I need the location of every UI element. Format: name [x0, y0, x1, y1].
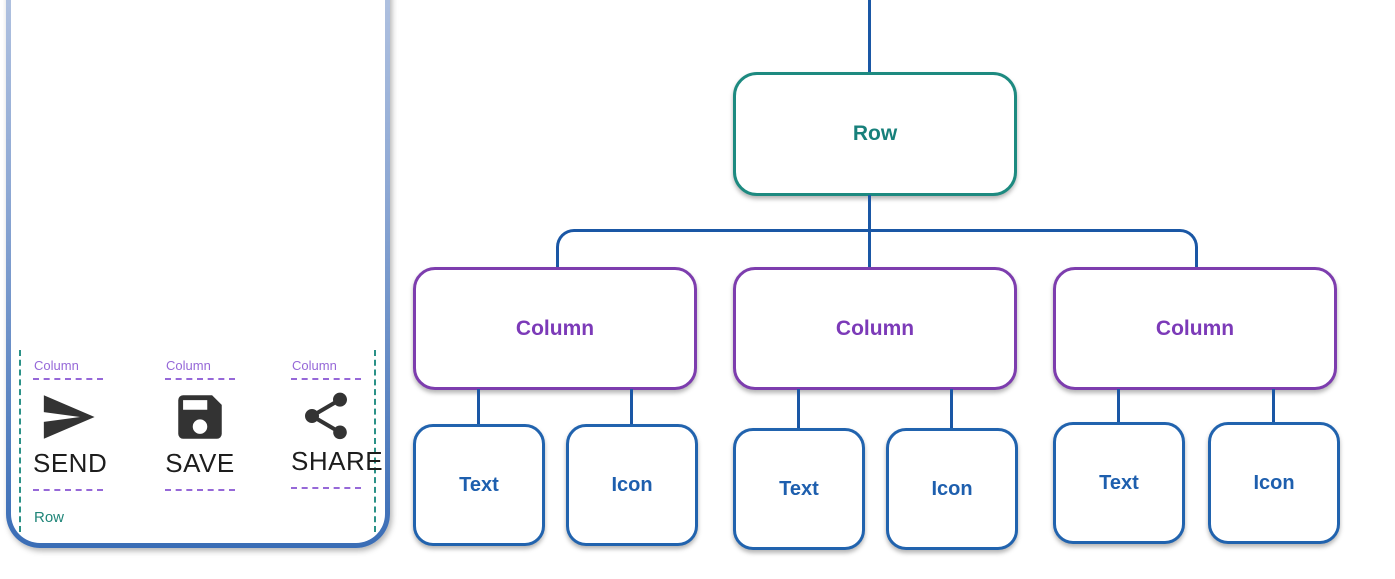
connector-col3-icon: [1272, 389, 1275, 423]
tree-row-label: Row: [852, 122, 898, 145]
tree-column-label: Column: [1155, 316, 1235, 340]
row-guide-label: Row: [34, 509, 65, 526]
column-guide-label: Column: [166, 358, 211, 373]
save-icon: [178, 395, 222, 439]
column-guide-dash-top: [165, 378, 235, 380]
tree-text-label: Text: [1099, 471, 1139, 494]
preview-column-send: Column SEND: [33, 358, 108, 491]
column-guide-dash-bottom: [291, 487, 361, 489]
row-layout-guide: Row: [19, 350, 376, 532]
tree-text-node-3: Text: [1053, 422, 1185, 544]
tree-column-node-3: Column: [1053, 267, 1337, 390]
connector-col3-text: [1117, 389, 1120, 423]
connector-col1-icon: [630, 389, 633, 425]
column-guide-label: Column: [292, 358, 337, 373]
preview-column-save: Column SAVE: [165, 358, 235, 491]
tree-column-node-1: Column: [413, 267, 697, 390]
tree-text-label: Text: [459, 473, 499, 496]
column-guide-dash-bottom: [33, 489, 103, 491]
tree-icon-node-3: Icon: [1208, 422, 1340, 544]
connector-col2-icon: [950, 389, 953, 429]
column-guide-dash-top: [291, 378, 361, 380]
preview-column-share: Column SHARE: [291, 358, 384, 489]
tree-text-node-1: Text: [413, 424, 545, 546]
connector-col2-text: [797, 389, 800, 429]
tree-column-node-2: Column: [733, 267, 1017, 390]
tree-text-label: Text: [779, 477, 819, 500]
share-caption: SHARE: [291, 446, 384, 476]
connector-parent-to-row: [868, 0, 871, 73]
device-screen: [11, 0, 385, 543]
tree-text-node-2: Text: [733, 428, 865, 550]
tree-icon-label: Icon: [931, 477, 973, 500]
connector-col1-text: [477, 389, 480, 425]
save-caption: SAVE: [165, 448, 235, 478]
column-guide-dash-top: [33, 378, 103, 380]
tree-column-label: Column: [835, 316, 915, 340]
device-frame: [6, 0, 390, 548]
tree-icon-node-1: Icon: [566, 424, 698, 546]
share-icon: [305, 392, 347, 440]
tree-column-label: Column: [515, 316, 595, 340]
column-guide-label: Column: [34, 358, 79, 373]
tree-icon-label: Icon: [1253, 471, 1295, 494]
tree-row-node: Row: [733, 72, 1017, 196]
tree-icon-label: Icon: [611, 473, 653, 496]
connector-branch: [556, 229, 1198, 268]
send-caption: SEND: [33, 448, 108, 478]
send-icon: [43, 395, 95, 439]
tree-icon-node-2: Icon: [886, 428, 1018, 550]
column-guide-dash-bottom: [165, 489, 235, 491]
